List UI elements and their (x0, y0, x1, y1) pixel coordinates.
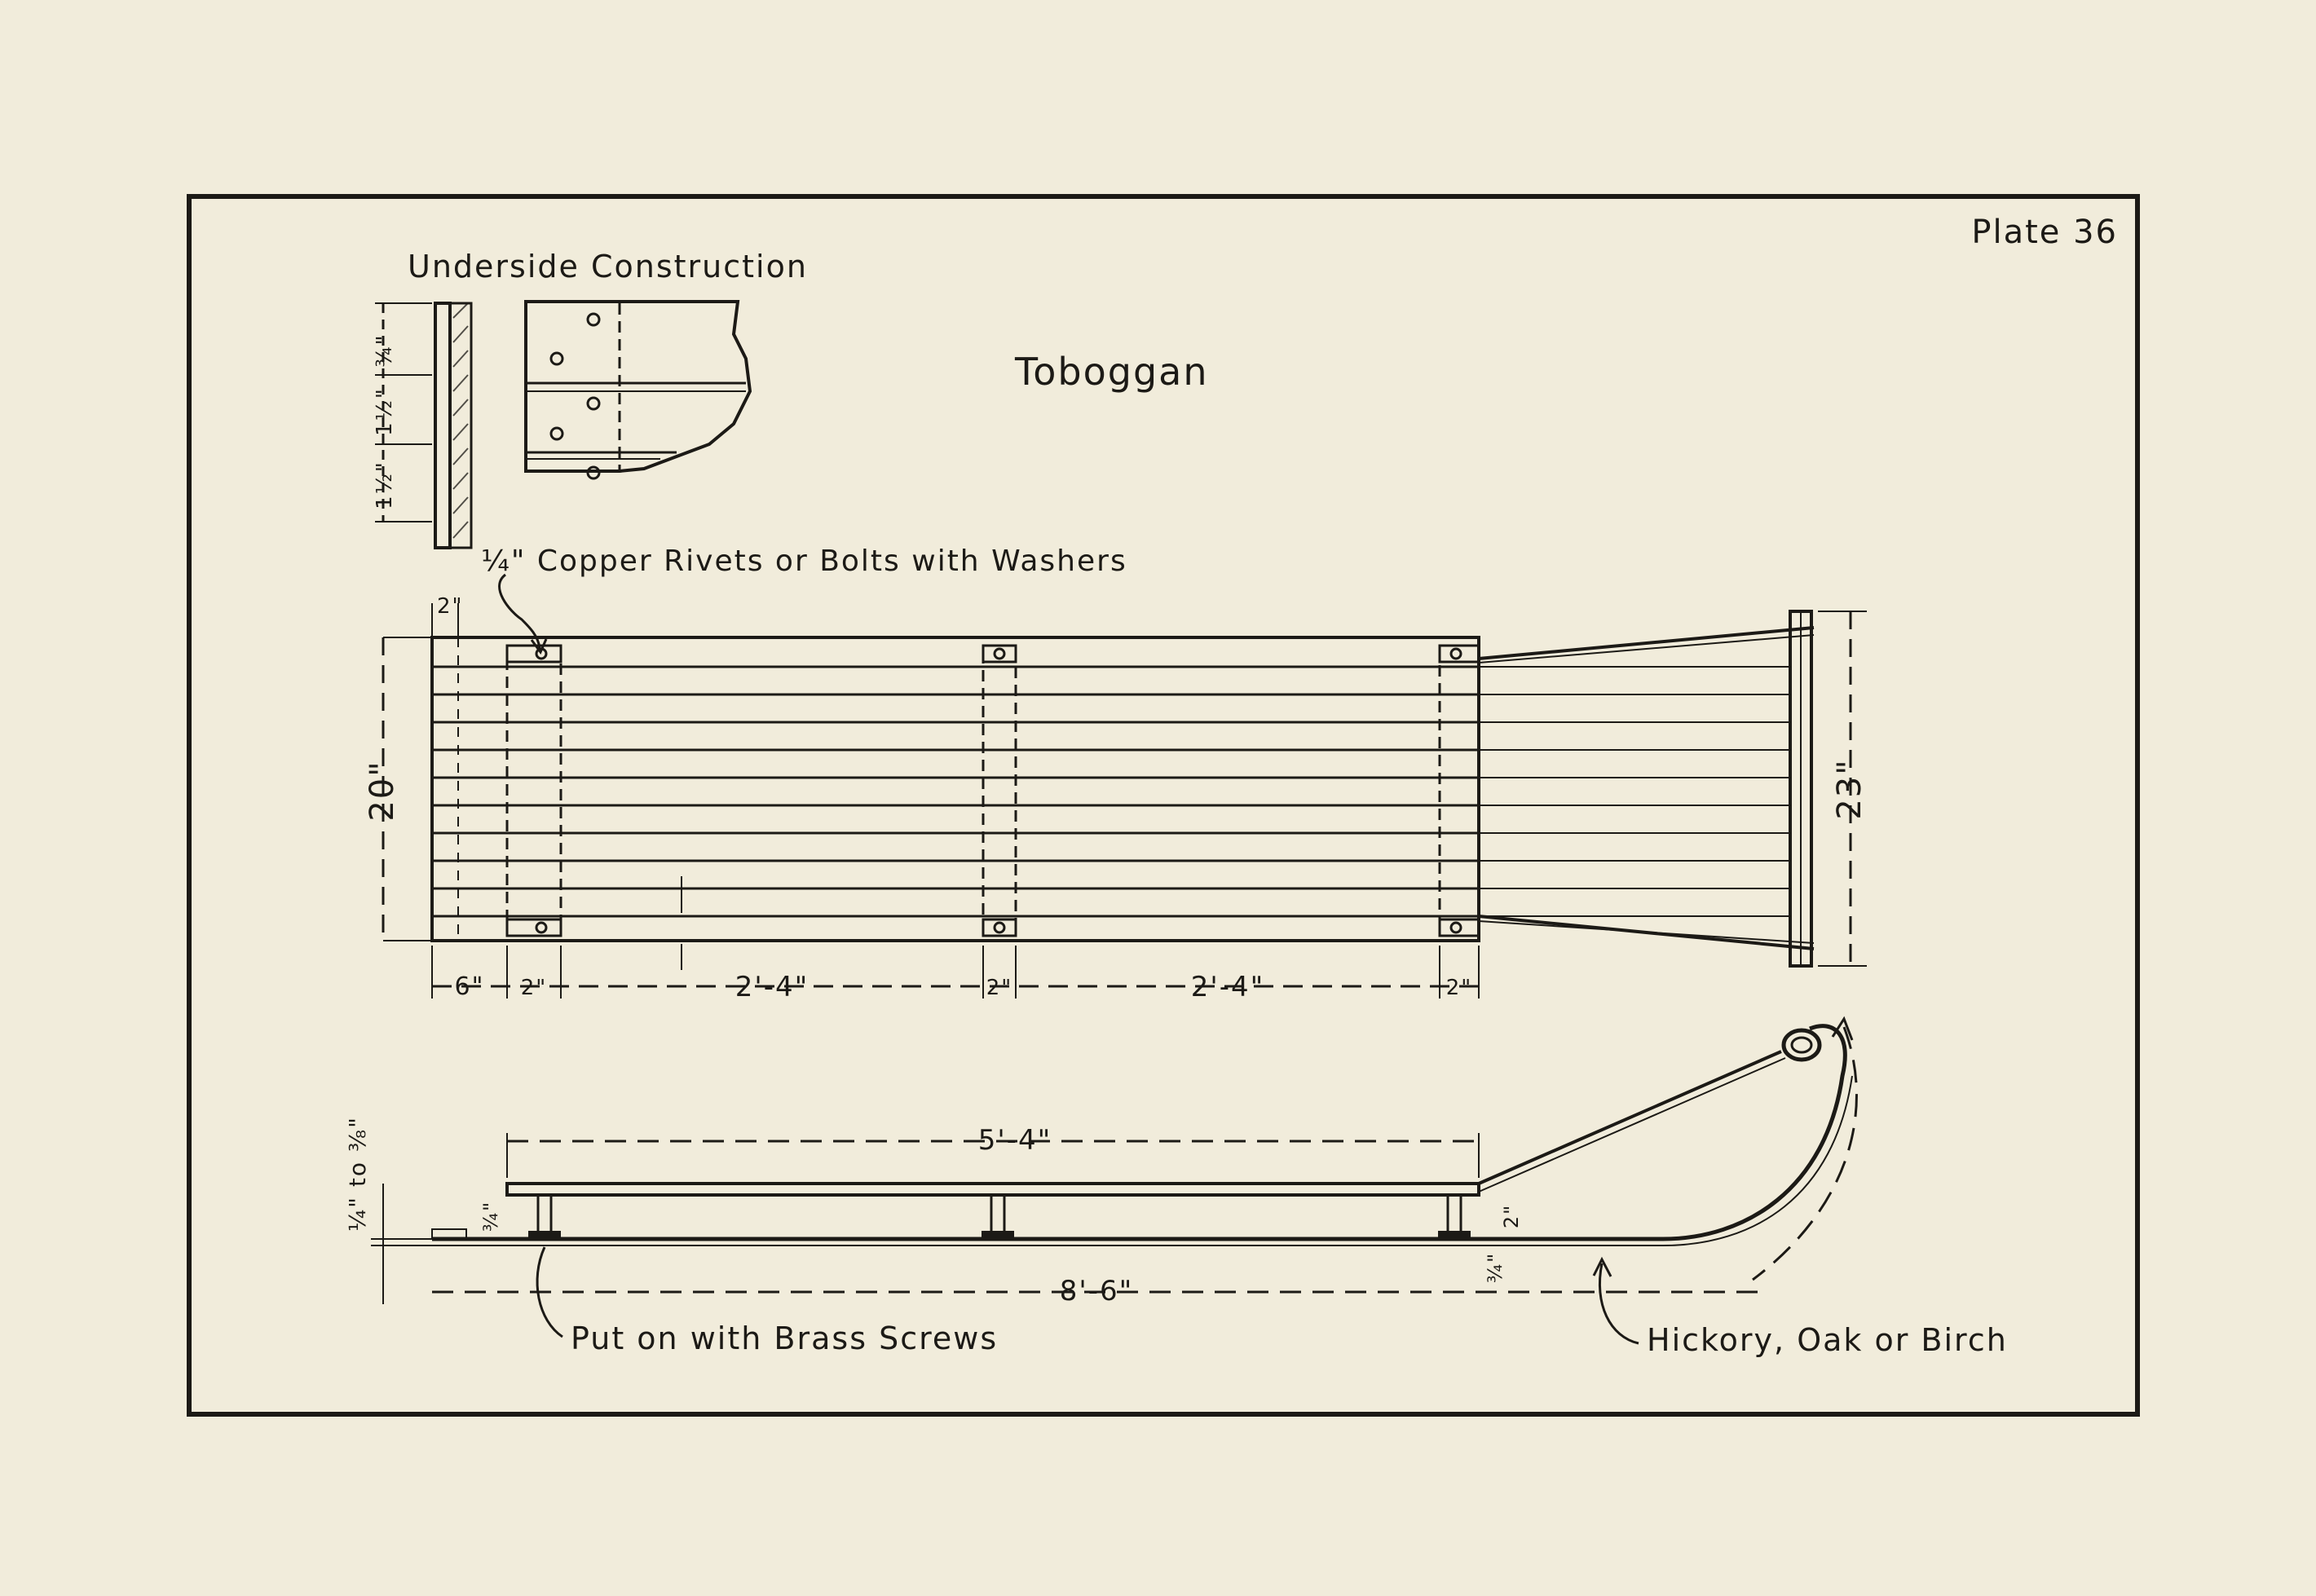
toboggan-plan-view: ¼" Copper Rivets or Bolts with Washers (364, 544, 1868, 1003)
plan-deck (430, 636, 1480, 942)
dim-2-inch-a: 2" (521, 976, 548, 1000)
plate-number: Plate 36 (1971, 214, 2118, 251)
drawing-title: Toboggan (1014, 350, 1209, 394)
plate-border (187, 194, 2140, 1417)
dim-quarter-to-three-eighth: ¼" to ⅜" (344, 1116, 371, 1232)
dim-three-quarter-runner: ¾" (1484, 1252, 1507, 1283)
dim-2-inch-post: 2" (1500, 1204, 1523, 1228)
dim-2-inch-top: 2" (437, 594, 464, 619)
underside-construction-label: Underside Construction (408, 249, 808, 284)
dim-2-inch-b: 2" (986, 976, 1013, 1000)
dim-23-inch: 23" (1831, 758, 1868, 819)
dim-three-quarter-section: ¾" (373, 333, 397, 367)
dim-three-quarter-post: ¾" (479, 1201, 502, 1232)
dim-one-half-b: 1½" (373, 461, 397, 509)
underside-plank-detail (524, 300, 752, 480)
toboggan-side-view: 5'-4" ¼" to ⅜" ¾" 2" ¾" 8'-6" Put on wit… (344, 1016, 2008, 1358)
dim-2-inch-c: 2" (1446, 976, 1473, 1000)
dim-8ft-6in: 8'-6" (1060, 1275, 1134, 1307)
side-runner (432, 1024, 1847, 1241)
dim-20-inch: 20" (364, 760, 401, 821)
crossbar-3 (1438, 644, 1480, 937)
dim-2ft-4in-a: 2'-4" (735, 971, 809, 1003)
crossbar-2 (982, 644, 1017, 937)
dim-2ft-4in-b: 2'-4" (1191, 971, 1265, 1003)
underside-section: ¾" 1½" 1½" (373, 302, 473, 549)
dim-6-inch: 6" (455, 972, 485, 1001)
wood-type-label: Hickory, Oak or Birch (1647, 1322, 2008, 1358)
side-deck (505, 1182, 1480, 1197)
rivets-label: ¼" Copper Rivets or Bolts with Washers (481, 544, 1127, 578)
brass-screws-label: Put on with Brass Screws (571, 1320, 998, 1356)
dim-one-half-a: 1½" (373, 387, 397, 436)
crossbar-1 (505, 644, 562, 937)
dim-5ft-4in: 5'-4" (978, 1124, 1052, 1157)
